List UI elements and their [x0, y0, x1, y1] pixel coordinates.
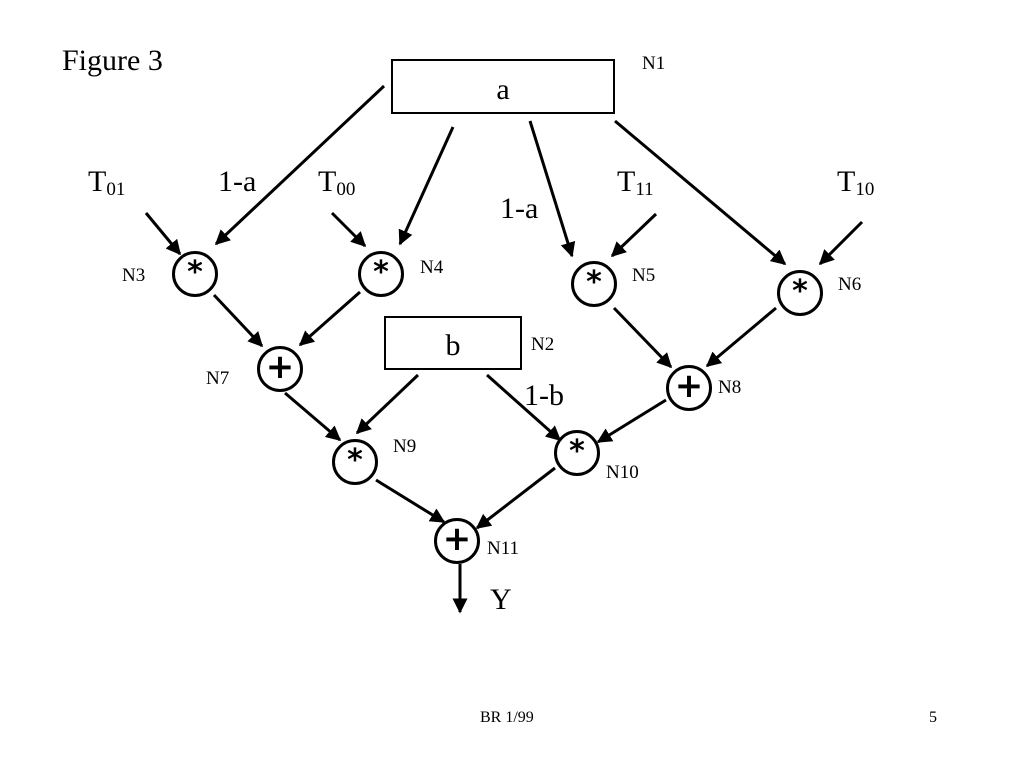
node-n4-id: N4: [420, 257, 444, 278]
node-n10-id: N10: [606, 462, 639, 483]
input-t00: T00: [318, 165, 356, 200]
node-n2-text: b: [445, 329, 461, 362]
edge-n9-n11: [375, 478, 446, 524]
node-n6-multiply: *: [777, 270, 823, 316]
node-n3-id: N3: [122, 265, 146, 286]
node-n1-box: a: [391, 59, 615, 114]
edge-n1-n6: [614, 119, 787, 266]
node-n7-id: N7: [206, 368, 230, 389]
footer-center: BR 1/99: [480, 709, 534, 726]
node-n9-multiply: *: [332, 439, 378, 485]
page-number: 5: [929, 709, 937, 726]
edge-t10-n6: [818, 220, 864, 266]
node-n4-multiply: *: [358, 251, 404, 297]
output-label: Y: [490, 583, 512, 616]
node-n5-id: N5: [632, 265, 656, 286]
edge-t00-n4: [330, 211, 367, 248]
figure-title: Figure 3: [62, 44, 163, 77]
node-n11-add: +: [434, 518, 480, 564]
edge-t11-n5: [610, 212, 658, 258]
edge-n8-n10: [596, 398, 667, 444]
edge-label-n2-n10: 1-b: [524, 379, 564, 412]
edge-n1-n3: [214, 84, 386, 246]
node-n9-id: N9: [393, 436, 417, 457]
node-n2-box: b: [384, 316, 522, 370]
node-n6-id: N6: [838, 274, 862, 295]
edge-n6-n8: [705, 306, 777, 368]
edge-n5-n8: [612, 306, 673, 369]
edge-n10-n11: [475, 466, 556, 530]
node-n1-id: N1: [642, 53, 666, 74]
node-n8-id: N8: [718, 377, 742, 398]
edge-n2-n9: [355, 373, 420, 435]
node-n7-add: +: [257, 346, 303, 392]
node-n3-multiply: *: [172, 251, 218, 297]
edge-t01-n3: [144, 212, 182, 256]
edge-n4-n7: [298, 290, 361, 347]
input-t01: T01: [88, 165, 126, 200]
edge-label-n1-n3: 1-a: [218, 165, 257, 198]
node-n10-multiply: *: [554, 430, 600, 476]
node-n2-id: N2: [531, 334, 555, 355]
edge-n1-n5: [528, 120, 576, 258]
node-n11-id: N11: [487, 538, 520, 559]
edge-label-n1-n5: 1-a: [500, 192, 539, 225]
input-t10: T10: [837, 165, 875, 200]
node-n8-add: +: [666, 365, 712, 411]
input-t11: T11: [617, 165, 654, 200]
node-n1-text: a: [496, 73, 510, 106]
edge-n1-n4: [398, 126, 455, 246]
node-n5-multiply: *: [571, 261, 617, 307]
edge-n3-n7: [212, 293, 264, 348]
edge-n7-n9: [284, 391, 342, 442]
edge-n2-n10: [486, 373, 562, 442]
